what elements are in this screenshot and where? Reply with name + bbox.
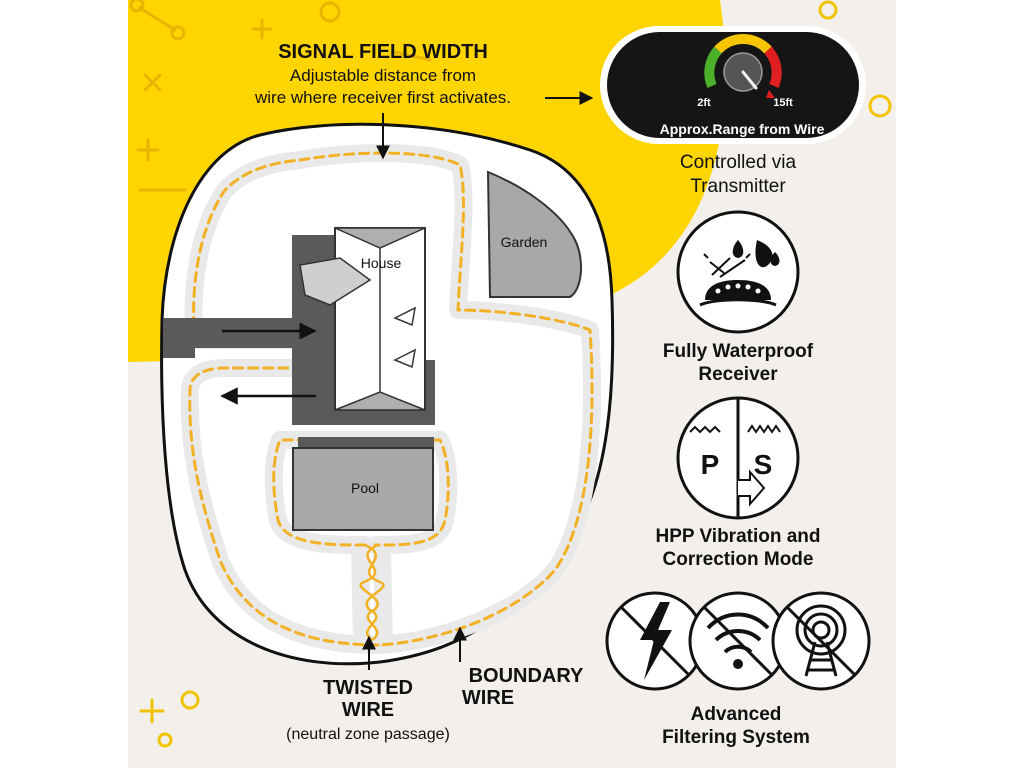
twisted-line2: WIRE	[342, 699, 394, 721]
hpp-letter-s: S	[754, 449, 773, 480]
gauge-caption: Approx.Range from Wire	[660, 121, 825, 137]
boundary-line2: WIRE	[462, 687, 514, 709]
twisted-wire	[359, 543, 385, 642]
range-gauge	[600, 26, 866, 144]
gauge-max-label: 15ft	[773, 97, 793, 109]
boundary-line1: BOUNDARY	[469, 665, 584, 687]
hpp-line1: HPP Vibration and	[655, 526, 820, 547]
signal-field-title: SIGNAL FIELD WIDTH	[278, 41, 488, 63]
boundary-wire	[188, 151, 594, 647]
waterproof-line2: Receiver	[698, 364, 778, 385]
pool-label: Pool	[351, 480, 379, 496]
house	[299, 227, 426, 411]
signal-field-line1: Adjustable distance from	[290, 66, 476, 85]
hpp-line2: Correction Mode	[663, 549, 814, 570]
filtering-line1: Advanced	[691, 704, 782, 725]
tower-blocked-icon	[771, 591, 871, 691]
signal-field-line2: wire where receiver first activates.	[254, 88, 511, 107]
garden-label: Garden	[501, 234, 548, 250]
controlled-line2: Transmitter	[690, 176, 786, 197]
lightning-blocked-icon	[605, 591, 705, 691]
controlled-line1: Controlled via	[680, 152, 797, 173]
twisted-line1: TWISTED	[323, 677, 413, 699]
hpp-icon	[676, 396, 800, 520]
pool	[292, 447, 434, 531]
twisted-line3: (neutral zone passage)	[286, 726, 450, 743]
decorative-doodles	[129, 0, 892, 748]
hpp-letter-p: P	[701, 449, 720, 480]
waterproof-icon	[676, 210, 800, 334]
garden	[486, 170, 582, 298]
wifi-blocked-icon	[688, 591, 788, 691]
filtering-line2: Filtering System	[662, 727, 810, 748]
house-label: House	[361, 255, 402, 271]
gauge-min-label: 2ft	[697, 97, 711, 109]
waterproof-line1: Fully Waterproof	[663, 341, 814, 362]
